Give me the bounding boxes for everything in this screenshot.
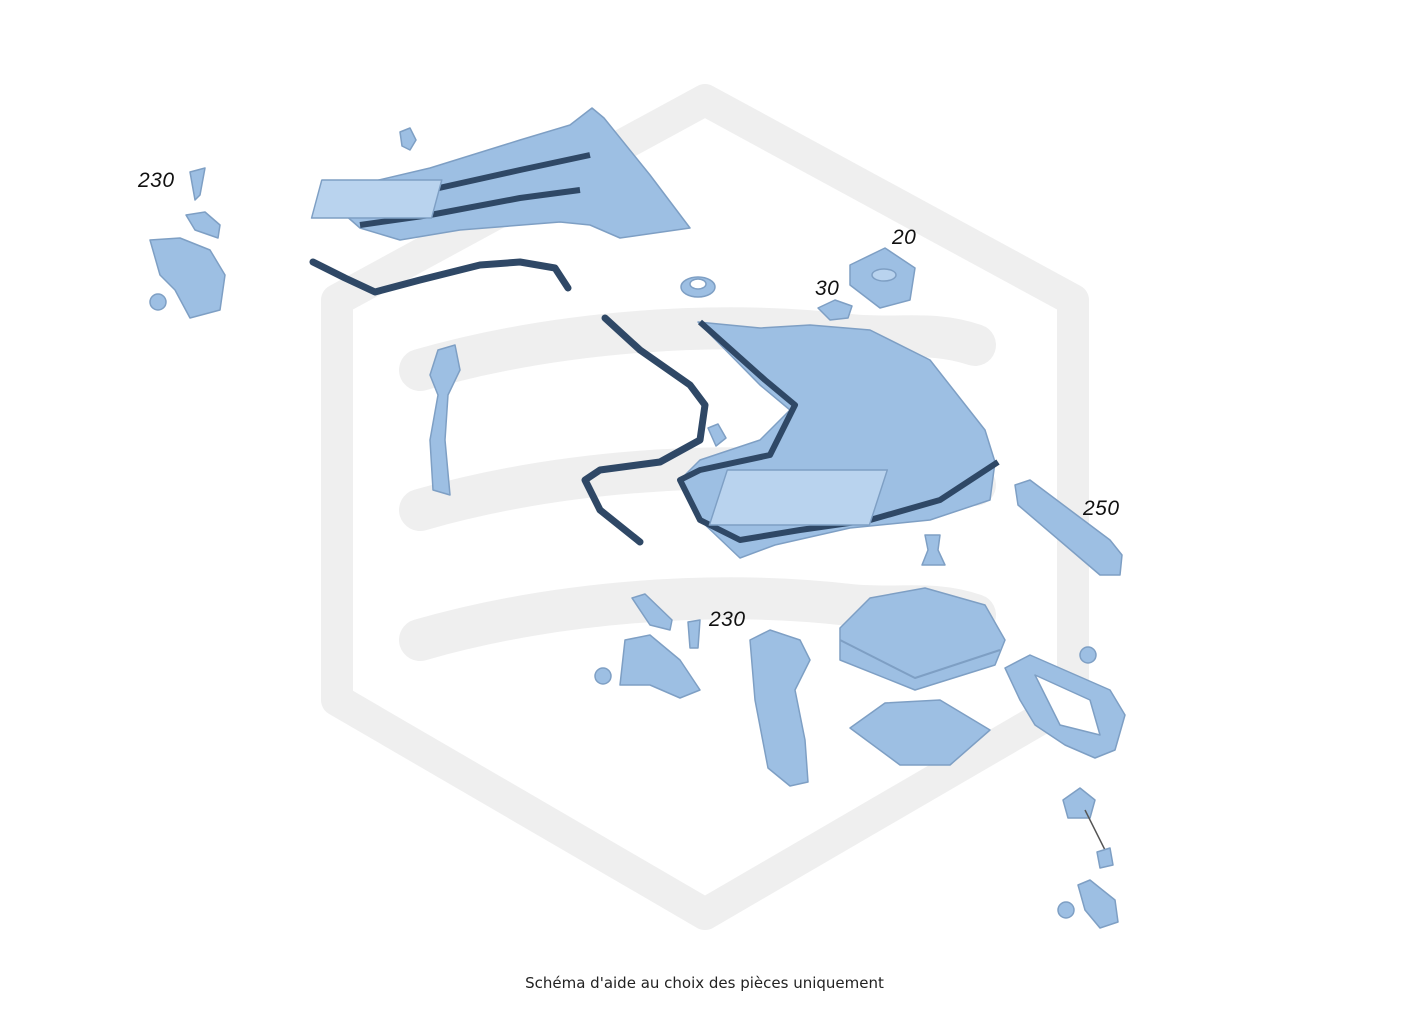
diagram-caption: Schéma d'aide au choix des pièces unique… [525,974,884,992]
clip-top[interactable] [399,127,417,151]
clip-part-30[interactable] [817,299,853,321]
clip-center[interactable] [707,423,727,447]
bracket-part-250[interactable] [1014,479,1123,576]
callout-230-upper-left[interactable]: 230 [138,169,175,192]
callout-20[interactable]: 20 [892,226,917,249]
cowl-panel-left[interactable] [310,107,691,241]
callout-30[interactable]: 30 [815,277,840,300]
filter-housing[interactable] [839,587,1006,691]
grommet[interactable] [680,276,716,298]
nut-right[interactable] [1079,646,1097,664]
air-duct-vertical[interactable] [749,629,811,787]
bracket-vertical-left[interactable] [429,344,461,496]
bracket-assembly-upper-left[interactable] [149,167,226,319]
callout-230-lower-center[interactable]: 230 [709,608,746,631]
connector-assembly[interactable] [1062,787,1114,869]
cowl-grille-left [310,179,443,219]
cover-part-20[interactable] [849,247,916,309]
clip-center-lower[interactable] [921,534,946,566]
cabin-filter[interactable] [849,699,991,766]
cowl-grille-right [708,469,889,526]
bracket-bottom-right[interactable] [1057,879,1119,929]
callout-250[interactable]: 250 [1083,497,1120,520]
cowl-panel-right[interactable] [677,319,1000,559]
frame-bracket-right[interactable] [1004,654,1126,759]
seal-strip-upper[interactable] [309,258,572,296]
seal-strip-middle[interactable] [581,314,709,546]
parts [149,107,1126,929]
bracket-assembly-lower-left[interactable] [594,593,701,699]
